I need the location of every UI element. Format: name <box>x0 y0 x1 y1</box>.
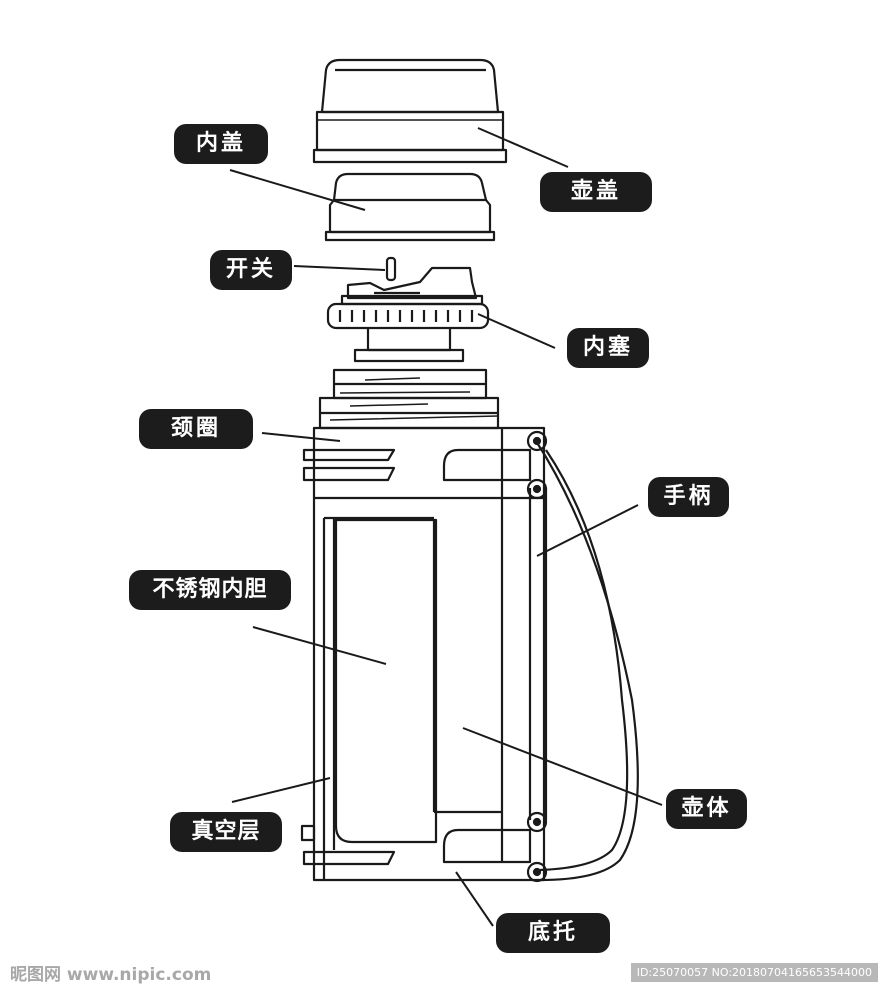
label-handle: 手柄 <box>648 477 729 517</box>
label-pot-body: 壶体 <box>666 789 747 829</box>
label-vacuum-layer: 真空层 <box>170 812 282 852</box>
leader-switch <box>293 265 386 271</box>
leader-lines <box>229 127 663 927</box>
label-base: 底托 <box>496 913 610 953</box>
inner-plug-part <box>326 294 490 363</box>
label-inner-lid: 内盖 <box>174 124 268 164</box>
leader-pot-body <box>462 727 663 806</box>
label-inner-plug: 内塞 <box>567 328 649 368</box>
label-neck-ring: 颈圈 <box>139 409 253 449</box>
leader-inner-lid <box>229 169 366 211</box>
watermark-id: ID:25070057 NO:20180704165653544000 <box>630 963 878 982</box>
watermark-site: 昵图网 www.nipic.com <box>10 965 212 985</box>
leader-base <box>455 871 494 927</box>
switch-part <box>346 256 478 300</box>
inner-lid-part <box>324 172 496 242</box>
label-steel-liner: 不锈钢内胆 <box>129 570 291 610</box>
pot-lid-part <box>312 58 508 164</box>
leader-handle <box>536 504 639 557</box>
label-switch: 开关 <box>210 250 292 290</box>
leader-steel-liner <box>252 626 387 665</box>
label-pot-lid: 壶盖 <box>540 172 652 212</box>
leader-neck-ring <box>261 432 341 442</box>
pot-body-part <box>300 368 548 882</box>
leader-inner-plug <box>477 313 556 349</box>
leader-vacuum-layer <box>231 777 331 803</box>
leader-pot-lid <box>477 127 569 168</box>
